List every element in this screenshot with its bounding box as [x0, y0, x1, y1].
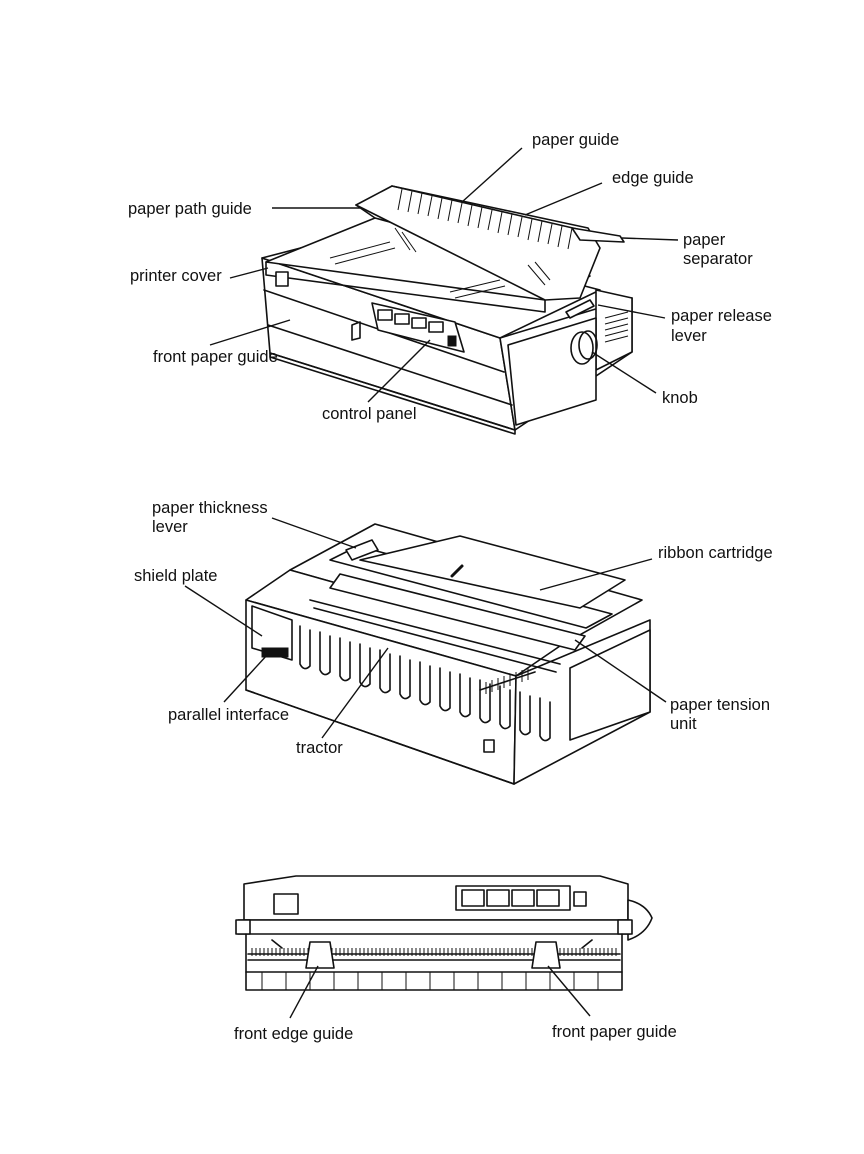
printer-front-view-illustration — [262, 186, 632, 434]
label-printer-cover: printer cover — [130, 267, 222, 285]
label-edge-guide: edge guide — [612, 169, 694, 187]
label-control-panel: control panel — [322, 405, 416, 423]
label-paper-thickness-lever-line1: paper thickness — [152, 499, 268, 517]
printer-front-elevation-illustration — [236, 876, 652, 990]
label-paper-guide: paper guide — [532, 131, 619, 149]
bottom-slot-row — [262, 972, 598, 990]
label-paper-separator-line1: paper — [683, 231, 726, 249]
label-paper-tension-unit-line2: unit — [670, 715, 697, 733]
label-paper-path-guide: paper path guide — [128, 200, 252, 218]
label-paper-separator-line2: separator — [683, 250, 753, 268]
label-tractor: tractor — [296, 739, 343, 757]
label-front-paper-guide-top: front paper guide — [153, 348, 278, 366]
label-front-paper-guide-bottom: front paper guide — [552, 1023, 677, 1041]
label-paper-thickness-lever-line2: lever — [152, 518, 188, 536]
label-front-edge-guide: front edge guide — [234, 1025, 353, 1043]
label-paper-release-lever-line1: paper release — [671, 307, 772, 325]
label-shield-plate: shield plate — [134, 567, 217, 585]
label-paper-release-lever-line2: lever — [671, 327, 707, 345]
figure-3-leader-lines — [290, 966, 590, 1018]
figure-3-labels: front edge guide front paper guide — [234, 1023, 677, 1043]
label-ribbon-cartridge: ribbon cartridge — [658, 544, 773, 562]
label-parallel-interface: parallel interface — [168, 706, 289, 724]
label-knob: knob — [662, 389, 698, 407]
label-paper-tension-unit-line1: paper tension — [670, 696, 770, 714]
